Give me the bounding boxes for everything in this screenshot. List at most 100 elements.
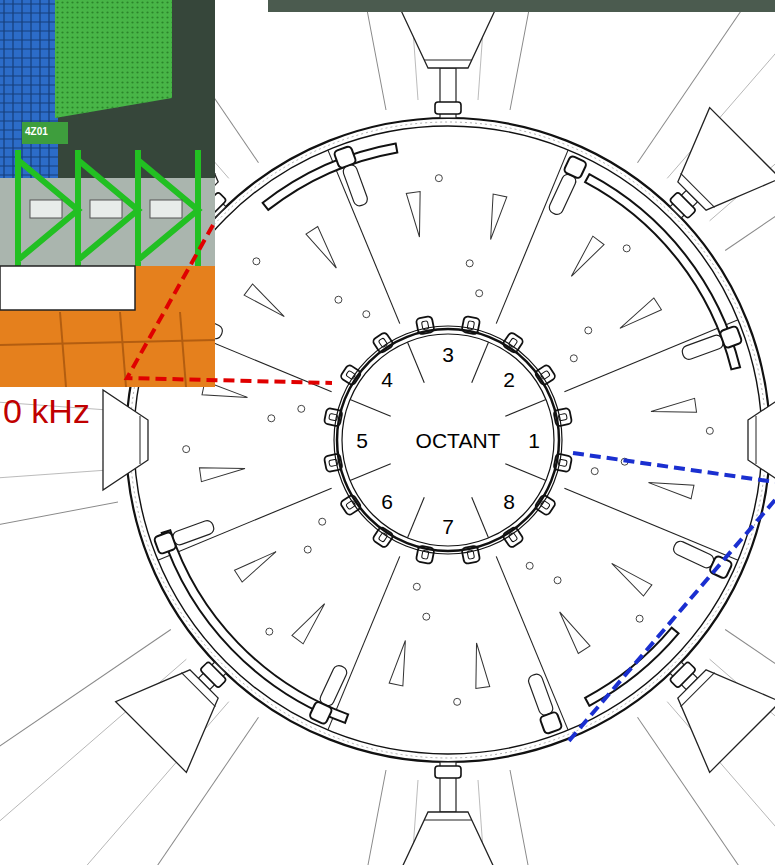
wedge (616, 298, 661, 334)
octant-circle: 3425OCTANT1867 (336, 328, 560, 552)
inner-support-body (340, 364, 362, 386)
inner-support-body (502, 332, 524, 354)
ray-line (0, 502, 118, 610)
bolt-hole (706, 427, 713, 434)
funnel-rim (756, 416, 757, 464)
block-seam (180, 312, 186, 387)
funnel-rim (681, 173, 715, 207)
cell-line (30, 0, 31, 178)
support-chair (563, 155, 587, 179)
inner-supports (324, 316, 572, 564)
funnel (398, 762, 498, 865)
green-panel-dots (55, 0, 172, 118)
cell-line (0, 39, 58, 40)
octant-number: 2 (503, 369, 515, 390)
bolt-hole (623, 245, 630, 252)
funnel-clamp (435, 102, 461, 114)
octant-boundary (328, 150, 400, 324)
block-seam (60, 312, 66, 387)
octant-number: 4 (381, 369, 393, 390)
wedge (650, 398, 697, 418)
funnel-rim (140, 416, 141, 464)
inner-support (461, 316, 480, 335)
octant-number: 7 (442, 516, 454, 537)
truss-bar (30, 200, 62, 218)
wedge (292, 600, 330, 644)
cylinder (342, 163, 370, 207)
inner-support (416, 316, 435, 335)
octant-number: 3 (442, 344, 454, 365)
wedge (306, 227, 342, 272)
ray-line (0, 702, 257, 865)
wedge (566, 236, 604, 280)
inner-support-body (324, 453, 343, 472)
photo-background (0, 0, 215, 387)
cell-line (0, 84, 58, 85)
support-chair (719, 326, 742, 349)
inner-cylinder-wall (342, 334, 554, 546)
cell-line (0, 12, 58, 13)
cell-line (0, 174, 58, 175)
cell-line (0, 3, 58, 4)
inner-support-body (534, 494, 556, 516)
cylinder (681, 334, 725, 362)
funnel (116, 632, 256, 772)
octant-boundary (328, 556, 400, 730)
bolt-hole (298, 405, 305, 412)
wedge (406, 191, 426, 238)
funnel (103, 390, 148, 490)
red-dashed-sector (127, 225, 332, 383)
outer-ring (126, 118, 770, 762)
funnel (640, 108, 775, 248)
cell-line (0, 93, 58, 94)
inner-support-body (372, 526, 394, 548)
octant-divider (407, 497, 424, 538)
ray-line (510, 0, 618, 110)
octant-number: 6 (381, 491, 393, 512)
support-chair (334, 146, 357, 169)
cell-line (0, 21, 58, 22)
blue-cells (0, 0, 58, 178)
bolt-hole (554, 577, 561, 584)
cell-line (0, 57, 58, 58)
funnel-rim (181, 673, 215, 707)
cell-line (0, 111, 58, 112)
cell-line (0, 66, 58, 67)
support-assembly (334, 146, 371, 209)
cell-line (0, 120, 58, 121)
cell-line (39, 0, 40, 178)
wedge (484, 194, 507, 241)
support-assembly (680, 326, 743, 363)
wedge (244, 284, 288, 322)
inner-support (502, 526, 524, 548)
octant-boundary (564, 320, 738, 392)
bolt-hole (476, 290, 483, 297)
inner-ring-band (334, 326, 562, 554)
cell-line (0, 30, 58, 31)
inner-support (534, 364, 556, 386)
bolt-hole (435, 175, 442, 182)
bolt-hole (466, 260, 473, 267)
support-assembly (545, 155, 587, 217)
cylinder (318, 664, 348, 708)
block-seam (120, 312, 126, 387)
cell-line (3, 0, 4, 178)
cell-line (0, 102, 58, 103)
node-outline (336, 328, 560, 552)
octant-boundary (496, 556, 568, 730)
bolt-hole (585, 327, 592, 334)
bolt-hole (526, 562, 533, 569)
ring-parts (154, 146, 743, 735)
inner-support-body (461, 316, 480, 335)
inner-cylinder-outline (337, 329, 559, 551)
wedge (199, 462, 246, 482)
ray-line (510, 770, 618, 865)
inner-support (553, 453, 572, 472)
cylinder (171, 519, 215, 547)
inner-support (461, 545, 480, 564)
support-chair (709, 555, 733, 579)
inner-support-body (416, 545, 435, 564)
